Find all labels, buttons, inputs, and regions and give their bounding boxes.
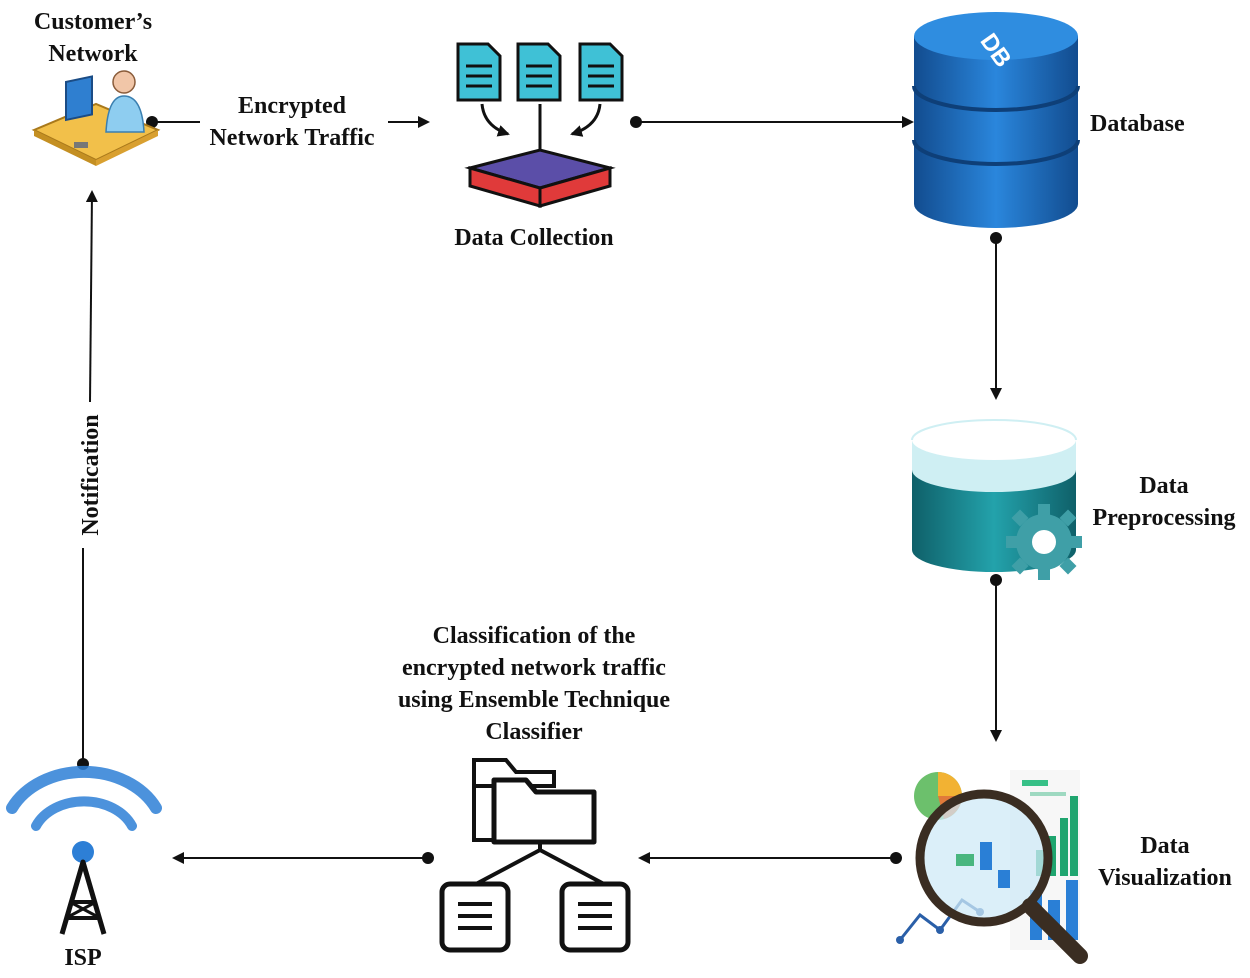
traffic-label-line2: Network Traffic: [209, 125, 375, 151]
classification-label: Classification of the encrypted network …: [362, 620, 706, 748]
database-label: Database: [1090, 111, 1185, 137]
customer-label-line1: Customer’s: [33, 9, 153, 35]
data-collection-icon: [456, 42, 624, 208]
gear-icon: [1006, 504, 1082, 580]
data-collection-label: Data Collection: [454, 225, 614, 251]
edge-collection-to-database: [630, 116, 914, 128]
data-preprocessing-icon: [911, 419, 1082, 580]
notification-label: Notification: [78, 414, 104, 536]
traffic-label-line1: Encrypted: [238, 93, 346, 119]
document-icon: [578, 42, 624, 102]
classification-icon: [439, 758, 631, 953]
edge-database-to-preprocessing: [990, 232, 1002, 400]
classification-label-line1: Classification of the: [432, 623, 636, 649]
edge-visualization-to-classification: [638, 852, 902, 864]
document-icon: [516, 42, 562, 102]
classification-label-line4: Classifier: [485, 719, 583, 745]
isp-tower-icon: [6, 765, 162, 935]
document-icon: [559, 881, 631, 953]
data-visualization-icon: [896, 770, 1088, 964]
data-preprocessing-label: Data Preprocessing: [1080, 470, 1248, 534]
document-icon: [439, 881, 511, 953]
folder-icon: [472, 758, 597, 845]
visualization-label-line1: Data: [1140, 833, 1190, 859]
edge-preprocessing-to-visualization: [990, 574, 1002, 742]
classification-label-line2: encrypted network traffic: [402, 655, 666, 681]
visualization-label-line2: Visualization: [1098, 865, 1232, 891]
edge-classification-to-isp: [172, 852, 434, 864]
edge-customer-to-collection: [146, 116, 430, 128]
preprocessing-label-line1: Data: [1139, 473, 1189, 499]
encrypted-traffic-label: Encrypted Network Traffic: [188, 90, 396, 154]
customer-label-line2: Network: [48, 41, 138, 67]
magnifying-glass-icon: [915, 789, 1088, 964]
document-icon: [456, 42, 502, 102]
data-visualization-label: Data Visualization: [1086, 830, 1244, 894]
preprocessing-label-line2: Preprocessing: [1092, 505, 1236, 531]
customer-computer-icon: [31, 70, 161, 166]
classification-label-line3: using Ensemble Technique: [397, 687, 671, 713]
isp-label: ISP: [64, 945, 102, 971]
database-icon: DB: [912, 12, 1080, 228]
customer-network-label: Customer’s Network: [10, 6, 176, 70]
